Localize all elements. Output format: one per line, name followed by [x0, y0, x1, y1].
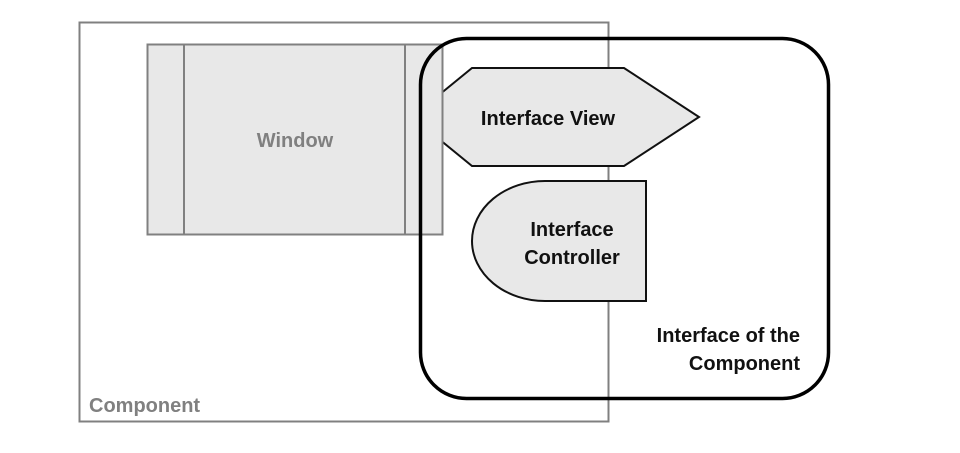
interface-controller-label-line2: Controller	[524, 247, 620, 269]
interface-view-label: Interface View	[481, 108, 616, 130]
window-box	[146, 43, 444, 236]
interface-controller-shape	[471, 180, 647, 302]
window-label: Window	[257, 130, 334, 152]
component-label: Component	[89, 395, 200, 417]
interface-of-component-label-line1: Interface of the	[657, 325, 800, 347]
interface-boundary	[418, 36, 831, 401]
interface-of-component-label-line2: Component	[689, 353, 800, 375]
interface-controller-label-line1: Interface	[530, 219, 613, 241]
interface-view-shape	[410, 67, 701, 167]
